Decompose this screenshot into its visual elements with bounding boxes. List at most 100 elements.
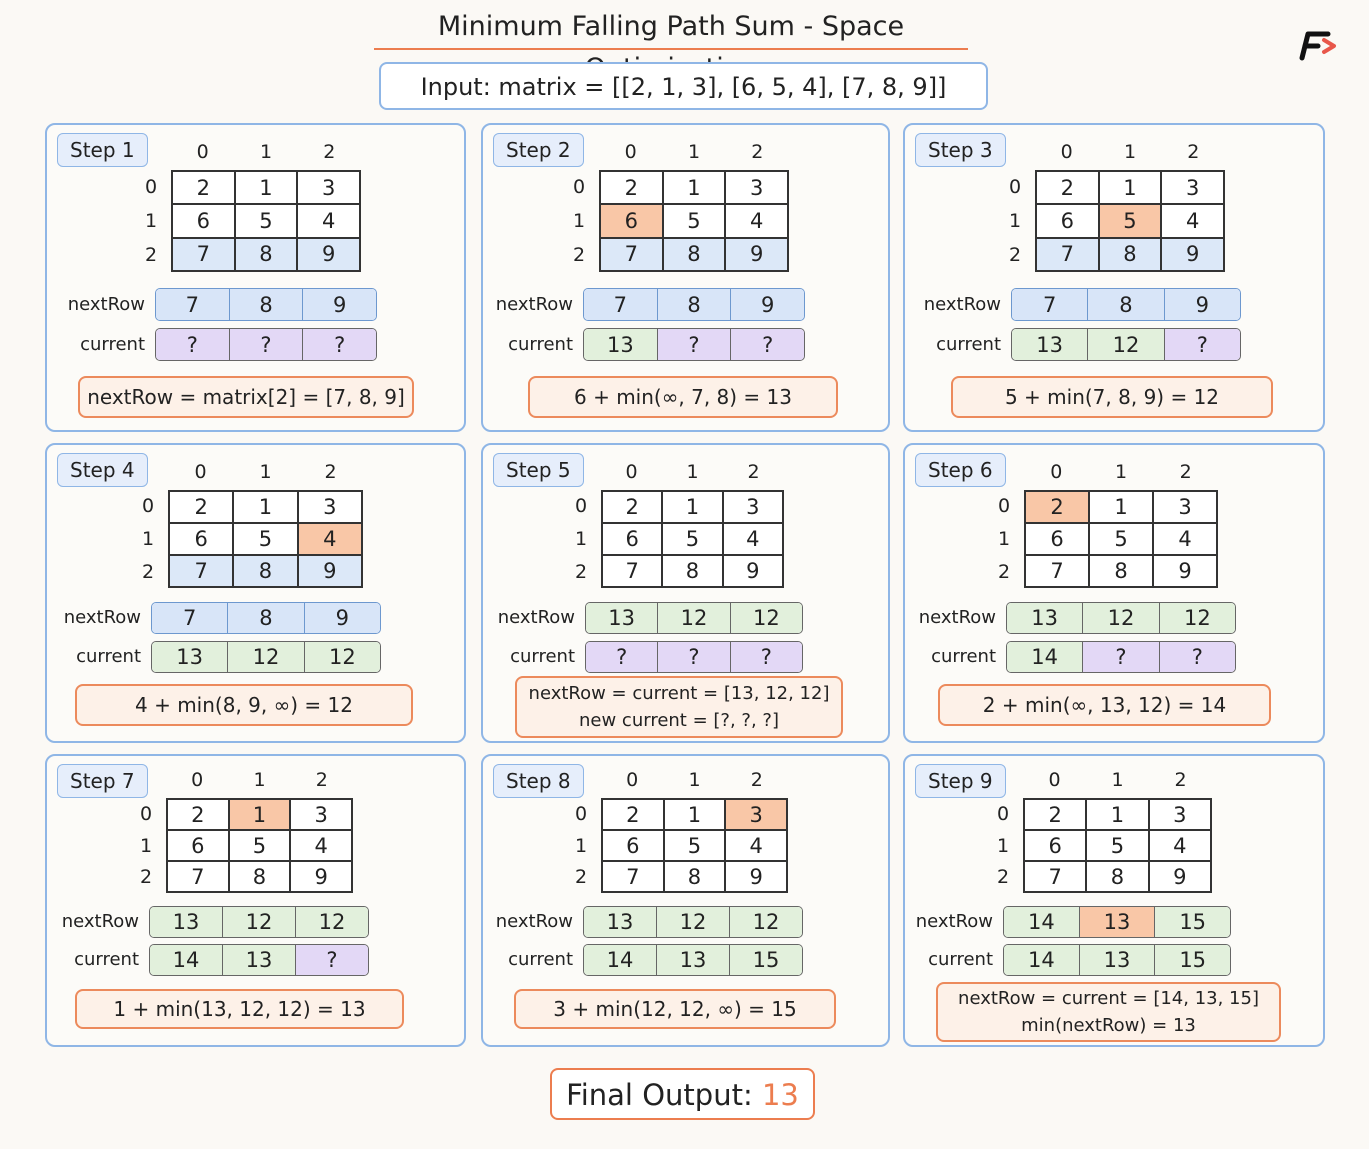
nextrow-array-cell: 12 (223, 907, 296, 937)
matrix-cell: 4 (722, 523, 783, 555)
matrix-cell: 1 (1086, 799, 1149, 830)
matrix-cell: 7 (1024, 861, 1087, 892)
matrix-cell: 2 (1036, 171, 1099, 205)
row-index: 2 (144, 244, 158, 266)
nextrow-array-cell: 14 (1004, 907, 1080, 937)
current-array-cell: ? (296, 945, 368, 975)
matrix-cell: 6 (172, 204, 235, 238)
current-array-label: current (928, 949, 993, 970)
row-index: 0 (139, 802, 153, 825)
current-array-cell: 12 (1088, 329, 1165, 360)
column-index: 2 (1179, 461, 1192, 483)
column-index: 1 (259, 141, 273, 163)
column-index: 1 (259, 461, 272, 483)
matrix-cell: 4 (297, 523, 362, 555)
matrix-cell: 6 (602, 830, 664, 861)
column-index: 0 (194, 461, 207, 483)
matrix-cell: 6 (1024, 830, 1087, 861)
row-index: 2 (1008, 244, 1022, 266)
column-index: 1 (688, 769, 701, 791)
step-label: Step 6 (915, 453, 1006, 487)
nextrow-array-cell: 12 (1083, 603, 1160, 633)
current-array-label: current (76, 646, 141, 667)
matrix-cell: 2 (169, 491, 234, 523)
row-index: 2 (574, 866, 588, 889)
column-index: 2 (1187, 141, 1200, 163)
matrix-cell: 3 (1153, 491, 1217, 523)
matrix-cell: 6 (167, 830, 229, 861)
matrix-cell: 7 (172, 237, 235, 271)
nextrow-array-label: nextRow (497, 607, 575, 628)
matrix-cell: 3 (297, 171, 360, 205)
formula-line: new current = [?, ?, ?] (579, 710, 779, 731)
matrix-cell: 4 (725, 204, 788, 238)
matrix-cell: 9 (297, 237, 360, 271)
matrix-cell: 9 (297, 555, 362, 587)
column-index: 1 (1114, 461, 1128, 483)
nextrow-array-cell: 12 (296, 907, 368, 937)
row-index: 2 (574, 560, 588, 583)
matrix-cell: 5 (1086, 830, 1149, 861)
matrix-cell: 1 (228, 799, 291, 830)
brand-logo-icon (1299, 31, 1336, 61)
column-index: 0 (1060, 141, 1073, 163)
matrix-cell: 1 (1089, 491, 1153, 523)
matrix-cell: 2 (172, 171, 235, 205)
nextrow-array-cell: 12 (1159, 603, 1235, 633)
matrix-cell: 7 (1025, 555, 1089, 587)
matrix-cell: 1 (233, 491, 298, 523)
current-array-cell: 14 (1004, 945, 1080, 975)
final-output: Final Output: 13 (550, 1068, 815, 1120)
matrix-cell: 9 (722, 555, 783, 587)
matrix-cell: 8 (1089, 555, 1153, 587)
page-title: Minimum Falling Path Sum - Space Optimiz… (374, 6, 968, 84)
formula-line: 5 + min(7, 8, 9) = 12 (1004, 385, 1220, 409)
matrix-cell: 2 (600, 171, 663, 205)
current-array-cell: 13 (1012, 329, 1089, 360)
row-index: 0 (141, 495, 155, 518)
formula-line: 4 + min(8, 9, ∞) = 12 (135, 693, 353, 717)
row-index: 1 (144, 210, 158, 232)
row-index: 1 (574, 834, 588, 857)
nextrow-array-cell: 12 (730, 907, 802, 937)
formula-box: 4 + min(8, 9, ∞) = 12 (75, 684, 413, 726)
column-index: 0 (196, 141, 209, 163)
column-index: 1 (686, 461, 699, 483)
column-index: 2 (323, 141, 336, 163)
row-index: 0 (572, 176, 586, 198)
formula-line: 3 + min(12, 12, ∞) = 15 (553, 997, 797, 1021)
row-index: 2 (996, 866, 1010, 889)
nextrow-array-cell: 13 (584, 907, 657, 937)
matrix-cell: 6 (600, 204, 663, 238)
matrix-cell: 4 (1153, 523, 1217, 555)
row-index: 1 (1008, 210, 1022, 232)
current-array-cell: 12 (304, 642, 380, 672)
current-array-label: current (931, 646, 996, 667)
nextrow-array-cell: 8 (1088, 289, 1165, 320)
nextrow-array-cell: 13 (586, 603, 659, 633)
step-label: Step 1 (57, 133, 148, 167)
formula-line: 6 + min(∞, 7, 8) = 13 (574, 385, 792, 409)
matrix-cell: 4 (725, 830, 787, 861)
step-label: Step 9 (915, 764, 1006, 798)
row-index: 0 (574, 802, 588, 825)
matrix-cell: 7 (602, 555, 663, 587)
nextrow-array-cell: 7 (584, 289, 658, 320)
current-array-cell: 15 (1155, 945, 1230, 975)
matrix-cell: 7 (600, 237, 663, 271)
